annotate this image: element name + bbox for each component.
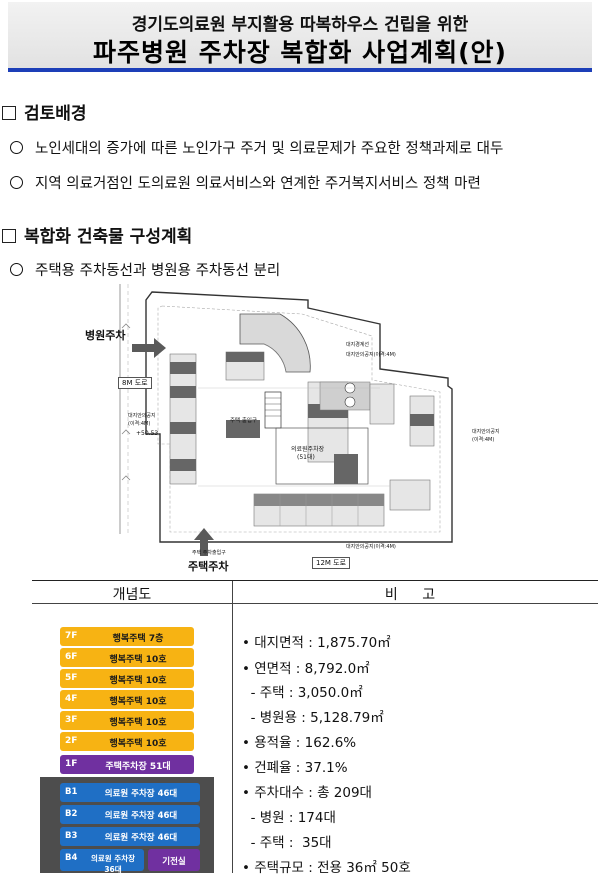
review-bullet-1: 노인세대의 증가에 따른 노인가구 주거 및 의료문제가 주요한 정책과제로 대…: [10, 137, 503, 158]
header-remarks: 비 고: [384, 587, 446, 603]
remark-housing-area: - 주택 : 3,050.0㎡: [242, 685, 363, 701]
plan-note-entry: 주택 주차출입구: [192, 550, 226, 556]
remark-hospital-area: - 병원용 : 5,128.79㎡: [242, 710, 384, 726]
plan-note-setback-left-2: (이격:4M): [128, 421, 151, 427]
housing-parking-label: 주택주차: [188, 560, 229, 573]
remark-parking-total: • 주차대수 : 총 209대: [242, 785, 372, 801]
remark-parking-hospital: - 병원 : 174대: [242, 810, 336, 826]
road-12m-label: 12M 도로: [312, 557, 351, 569]
remark-far: • 용적율 : 162.6%: [242, 735, 357, 751]
circle-bullet-icon: [10, 176, 23, 189]
remark-bcr: • 건폐율 : 37.1%: [242, 760, 348, 776]
plan-note-setback-left-1: 대지안의공지: [128, 413, 156, 419]
center-parking-label: 의료원주차장: [291, 446, 325, 453]
header-concept: 개념도: [112, 587, 152, 603]
remark-site-area: • 대지면적 : 1,875.70㎡: [242, 635, 391, 651]
circle-bullet-icon: [10, 141, 23, 154]
center-parking-count: (51대): [297, 454, 315, 461]
table-divider: [232, 581, 233, 873]
site-plan-drawing: [119, 284, 453, 556]
house-entrance-label: 주택 출입구: [230, 418, 258, 424]
road-8m-label: 8M 도로: [118, 377, 152, 389]
section-heading-review: 검토배경: [2, 99, 87, 124]
plan-note-setback-right-1: 대지안의공지: [472, 429, 500, 435]
square-bullet-icon: [2, 106, 16, 120]
hospital-parking-label: 병원주차: [85, 329, 126, 342]
electrical-room: 기전실: [148, 849, 200, 871]
circle-bullet-icon: [10, 263, 23, 276]
plan-note-setback-top: 대지안의공지(이격:4M): [346, 352, 396, 358]
title-line-1: 경기도의료원 부지활용 따복하우스 건립을 위한: [131, 15, 469, 35]
level-label: +50.53: [136, 430, 159, 437]
remark-housing-scale: • 주택규모 : 전용 36㎡ 50호: [242, 860, 411, 876]
page-title: 파주병원 주차장 복합화 사업계획(안): [93, 38, 507, 67]
review-bullet-2: 지역 의료거점인 도의료원 의료서비스와 연계한 주거복지서비스 정책 마련: [10, 172, 481, 193]
plan-note-boundary: 대지경계선: [346, 342, 370, 348]
remark-parking-housing: - 주택 : 35대: [242, 835, 332, 851]
square-bullet-icon: [2, 229, 16, 243]
title-banner: 경기도의료원 부지활용 따복하우스 건립을 위한 파주병원 주차장 복합화 사업…: [8, 2, 592, 72]
plan-note-setback-bottom: 대지안의공지(이격:4M): [346, 544, 396, 550]
section-heading-plan: 복합화 건축물 구성계획: [2, 222, 192, 247]
table-header: 개념도 비 고: [32, 581, 598, 604]
plan-note-setback-right-2: (이격:4M): [472, 437, 495, 443]
plan-bullet: 주택용 주차동선과 병원용 주차동선 분리: [10, 259, 280, 280]
remark-floor-area: • 연면적 : 8,792.0㎡: [242, 661, 370, 677]
